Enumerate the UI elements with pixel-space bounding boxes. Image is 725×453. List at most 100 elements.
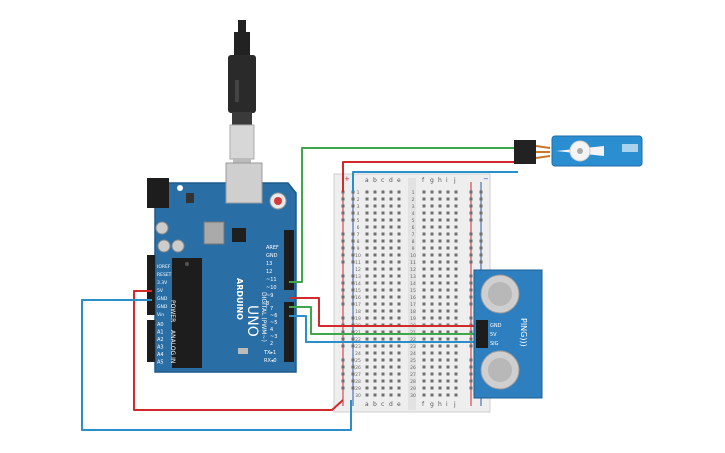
breadboard-hole[interactable] xyxy=(397,253,401,257)
breadboard-hole[interactable] xyxy=(438,190,442,194)
breadboard-hole[interactable] xyxy=(422,197,426,201)
rail-hole[interactable] xyxy=(341,302,345,306)
rail-hole[interactable] xyxy=(479,239,483,243)
breadboard-hole[interactable] xyxy=(454,386,458,390)
rail-hole[interactable] xyxy=(469,330,473,334)
breadboard-hole[interactable] xyxy=(422,393,426,397)
breadboard-hole[interactable] xyxy=(438,351,442,355)
breadboard-hole[interactable] xyxy=(454,281,458,285)
breadboard-hole[interactable] xyxy=(397,337,401,341)
breadboard-hole[interactable] xyxy=(389,260,393,264)
breadboard-hole[interactable] xyxy=(422,330,426,334)
breadboard-hole[interactable] xyxy=(373,309,377,313)
breadboard-hole[interactable] xyxy=(373,218,377,222)
breadboard-hole[interactable] xyxy=(397,358,401,362)
rail-hole[interactable] xyxy=(341,253,345,257)
breadboard-hole[interactable] xyxy=(365,316,369,320)
breadboard-hole[interactable] xyxy=(454,218,458,222)
rail-hole[interactable] xyxy=(469,288,473,292)
breadboard-hole[interactable] xyxy=(365,190,369,194)
breadboard-hole[interactable] xyxy=(389,225,393,229)
breadboard-hole[interactable] xyxy=(389,302,393,306)
rail-hole[interactable] xyxy=(469,344,473,348)
rail-hole[interactable] xyxy=(469,379,473,383)
breadboard-hole[interactable] xyxy=(373,232,377,236)
breadboard-hole[interactable] xyxy=(365,379,369,383)
breadboard-hole[interactable] xyxy=(397,379,401,383)
breadboard-hole[interactable] xyxy=(446,232,450,236)
rail-hole[interactable] xyxy=(351,232,355,236)
breadboard-hole[interactable] xyxy=(381,351,385,355)
rail-hole[interactable] xyxy=(351,379,355,383)
breadboard-hole[interactable] xyxy=(365,225,369,229)
breadboard-hole[interactable] xyxy=(446,197,450,201)
rail-hole[interactable] xyxy=(341,204,345,208)
breadboard-hole[interactable] xyxy=(446,316,450,320)
rail-hole[interactable] xyxy=(469,281,473,285)
breadboard-hole[interactable] xyxy=(381,309,385,313)
breadboard-hole[interactable] xyxy=(430,274,434,278)
breadboard-hole[interactable] xyxy=(422,204,426,208)
breadboard-hole[interactable] xyxy=(365,218,369,222)
rail-hole[interactable] xyxy=(469,190,473,194)
rail-hole[interactable] xyxy=(351,281,355,285)
breadboard-hole[interactable] xyxy=(422,337,426,341)
breadboard-hole[interactable] xyxy=(365,239,369,243)
rail-hole[interactable] xyxy=(479,253,483,257)
breadboard-hole[interactable] xyxy=(389,218,393,222)
breadboard-hole[interactable] xyxy=(381,379,385,383)
breadboard-hole[interactable] xyxy=(389,274,393,278)
breadboard-hole[interactable] xyxy=(397,218,401,222)
breadboard-hole[interactable] xyxy=(389,197,393,201)
breadboard-hole[interactable] xyxy=(430,309,434,313)
breadboard-hole[interactable] xyxy=(381,267,385,271)
breadboard-hole[interactable] xyxy=(397,190,401,194)
breadboard-hole[interactable] xyxy=(454,225,458,229)
breadboard-hole[interactable] xyxy=(430,344,434,348)
rail-hole[interactable] xyxy=(469,302,473,306)
breadboard-hole[interactable] xyxy=(430,253,434,257)
breadboard-hole[interactable] xyxy=(454,337,458,341)
rail-hole[interactable] xyxy=(469,337,473,341)
breadboard-hole[interactable] xyxy=(422,190,426,194)
breadboard-hole[interactable] xyxy=(454,239,458,243)
rail-hole[interactable] xyxy=(341,232,345,236)
breadboard-hole[interactable] xyxy=(381,197,385,201)
breadboard-hole[interactable] xyxy=(454,274,458,278)
breadboard-hole[interactable] xyxy=(373,246,377,250)
breadboard-hole[interactable] xyxy=(446,295,450,299)
rail-hole[interactable] xyxy=(469,372,473,376)
breadboard-hole[interactable] xyxy=(389,386,393,390)
rail-hole[interactable] xyxy=(469,246,473,250)
rail-hole[interactable] xyxy=(469,358,473,362)
breadboard-hole[interactable] xyxy=(381,274,385,278)
breadboard-hole[interactable] xyxy=(397,204,401,208)
breadboard-hole[interactable] xyxy=(397,281,401,285)
breadboard-hole[interactable] xyxy=(373,337,377,341)
rail-hole[interactable] xyxy=(469,365,473,369)
breadboard-hole[interactable] xyxy=(446,309,450,313)
breadboard-hole[interactable] xyxy=(438,253,442,257)
breadboard-hole[interactable] xyxy=(446,393,450,397)
breadboard-hole[interactable] xyxy=(373,260,377,264)
breadboard-hole[interactable] xyxy=(389,190,393,194)
breadboard-hole[interactable] xyxy=(446,218,450,222)
breadboard-hole[interactable] xyxy=(438,295,442,299)
rail-hole[interactable] xyxy=(341,316,345,320)
breadboard-hole[interactable] xyxy=(373,197,377,201)
breadboard-hole[interactable] xyxy=(373,281,377,285)
rail-hole[interactable] xyxy=(351,365,355,369)
rail-hole[interactable] xyxy=(469,232,473,236)
breadboard-hole[interactable] xyxy=(373,386,377,390)
breadboard-hole[interactable] xyxy=(365,274,369,278)
breadboard-hole[interactable] xyxy=(438,309,442,313)
breadboard-hole[interactable] xyxy=(438,274,442,278)
breadboard-hole[interactable] xyxy=(381,316,385,320)
breadboard-hole[interactable] xyxy=(430,239,434,243)
breadboard-hole[interactable] xyxy=(389,358,393,362)
breadboard-hole[interactable] xyxy=(397,225,401,229)
breadboard-hole[interactable] xyxy=(422,232,426,236)
breadboard-hole[interactable] xyxy=(365,253,369,257)
rail-hole[interactable] xyxy=(341,372,345,376)
breadboard-hole[interactable] xyxy=(397,295,401,299)
